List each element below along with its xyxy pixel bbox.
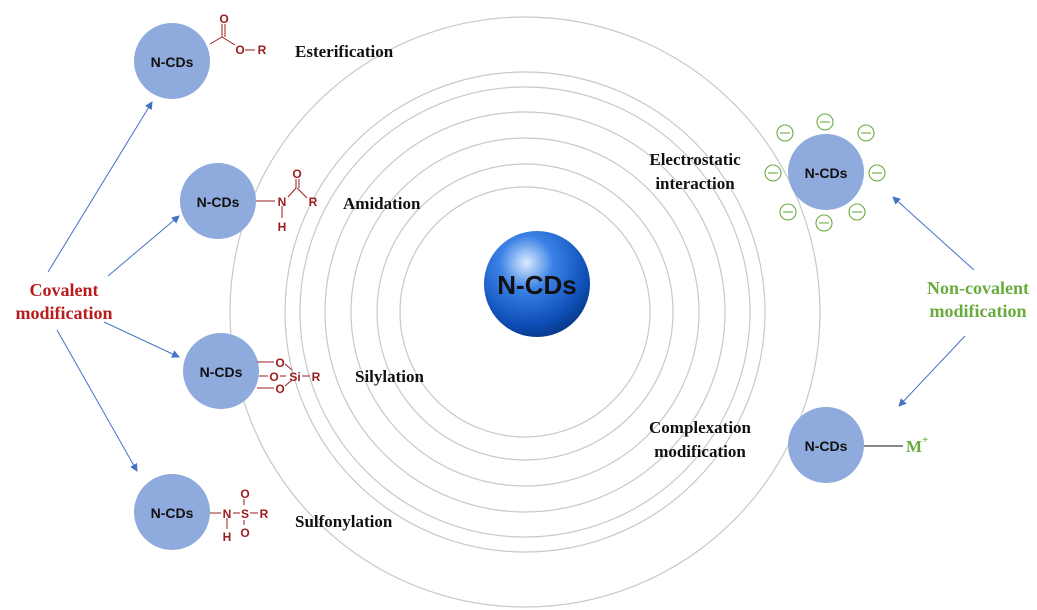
method-label-silylation: Silylation [355, 367, 425, 386]
negative-charge-icon [868, 164, 886, 182]
method-label-sulfonylation: Sulfonylation [295, 512, 393, 531]
metal-ion-charge: + [922, 434, 928, 446]
arrow-to-esterification [47, 101, 153, 273]
ester-carbonyl-o: O [219, 12, 228, 26]
sulfonyl-n: N [223, 507, 232, 521]
silyl-o-bottom: O [275, 382, 284, 396]
negative-charge-icon [816, 113, 834, 131]
n-cds-node [183, 333, 259, 409]
center-sphere-shape [484, 231, 590, 337]
complexation-node: Complexation modification N-CDs M + [649, 407, 928, 483]
method-label-electrostatic-line1: Electrostatic [649, 150, 741, 169]
esterification-node: N-CDs O O R Esterification [134, 12, 394, 99]
ring-5 [350, 137, 700, 487]
electrostatic-node: Electrostatic interaction N-CDs [649, 113, 886, 232]
method-label-amidation: Amidation [343, 194, 421, 213]
negative-charge-icon [857, 124, 875, 142]
n-cds-node [180, 163, 256, 239]
ring-4 [324, 111, 726, 513]
method-label-complexation-line1: Complexation [649, 418, 752, 437]
amide-h: H [278, 220, 287, 234]
silyl-group-structure [257, 361, 310, 389]
silyl-o-top: O [275, 356, 284, 370]
n-cds-node [788, 407, 864, 483]
ring-1 [229, 16, 821, 608]
method-label-complexation-line2: modification [654, 442, 746, 461]
node-label: N-CDs [197, 194, 240, 210]
sulfonyl-h: H [223, 530, 232, 544]
arrow-to-complexation [898, 335, 966, 407]
silyl-o-middle: O [269, 370, 278, 384]
negative-charge-icon [815, 214, 833, 232]
amide-o: O [292, 167, 301, 181]
noncovalent-label-line2: modification [930, 301, 1027, 321]
negative-charges [764, 113, 886, 232]
silyl-r: R [312, 370, 321, 384]
method-label-electrostatic-line2: interaction [655, 174, 735, 193]
ester-r: R [258, 43, 267, 57]
sulfonyl-o-bottom: O [240, 526, 249, 540]
ring-2 [284, 71, 766, 553]
covalent-label-line1: Covalent [30, 280, 99, 300]
sulfonyl-o-top: O [240, 487, 249, 501]
n-cds-node [134, 474, 210, 550]
center-sphere: N-CDs [484, 231, 590, 337]
sulfonylation-node: N-CDs N H S O O R Sulfonylation [134, 474, 393, 550]
amide-n: N [278, 195, 287, 209]
negative-charge-icon [776, 124, 794, 142]
covalent-label-line2: modification [16, 303, 113, 323]
metal-ion-label: M [906, 437, 922, 456]
ester-group-structure [209, 24, 255, 51]
n-cds-node [788, 134, 864, 210]
n-cds-node [134, 23, 210, 99]
negative-charge-icon [779, 203, 797, 221]
node-label: N-CDs [805, 438, 848, 454]
node-label: N-CDs [151, 54, 194, 70]
arrows [47, 101, 975, 472]
sulfonyl-s: S [241, 507, 249, 521]
ring-7 [399, 186, 651, 438]
concentric-rings [229, 16, 821, 608]
covalent-group-label: Covalent modification [16, 280, 113, 323]
method-label-esterification: Esterification [295, 42, 394, 61]
amide-group-structure [256, 179, 308, 218]
silylation-node: N-CDs O O O Si R Silylation [183, 333, 425, 409]
node-label: N-CDs [200, 364, 243, 380]
negative-charge-icon [764, 164, 782, 182]
node-label: N-CDs [151, 505, 194, 521]
arrow-to-electrostatic [892, 196, 975, 271]
node-label: N-CDs [805, 165, 848, 181]
sulfonyl-group-structure [210, 499, 258, 529]
amidation-node: N-CDs O N H R Amidation [180, 163, 421, 239]
noncovalent-group-label: Non-covalent modification [927, 278, 1029, 321]
arrow-to-silylation [103, 321, 180, 358]
ester-o: O [235, 43, 244, 57]
ring-6 [376, 163, 674, 461]
amide-r: R [309, 195, 318, 209]
ring-3 [299, 86, 751, 538]
negative-charge-icon [848, 203, 866, 221]
sulfonyl-r: R [260, 507, 269, 521]
arrow-to-sulfonylation [56, 329, 138, 472]
noncovalent-label-line1: Non-covalent [927, 278, 1029, 298]
silyl-si: Si [289, 370, 300, 384]
center-label: N-CDs [497, 270, 576, 300]
arrow-to-amidation [107, 215, 180, 277]
